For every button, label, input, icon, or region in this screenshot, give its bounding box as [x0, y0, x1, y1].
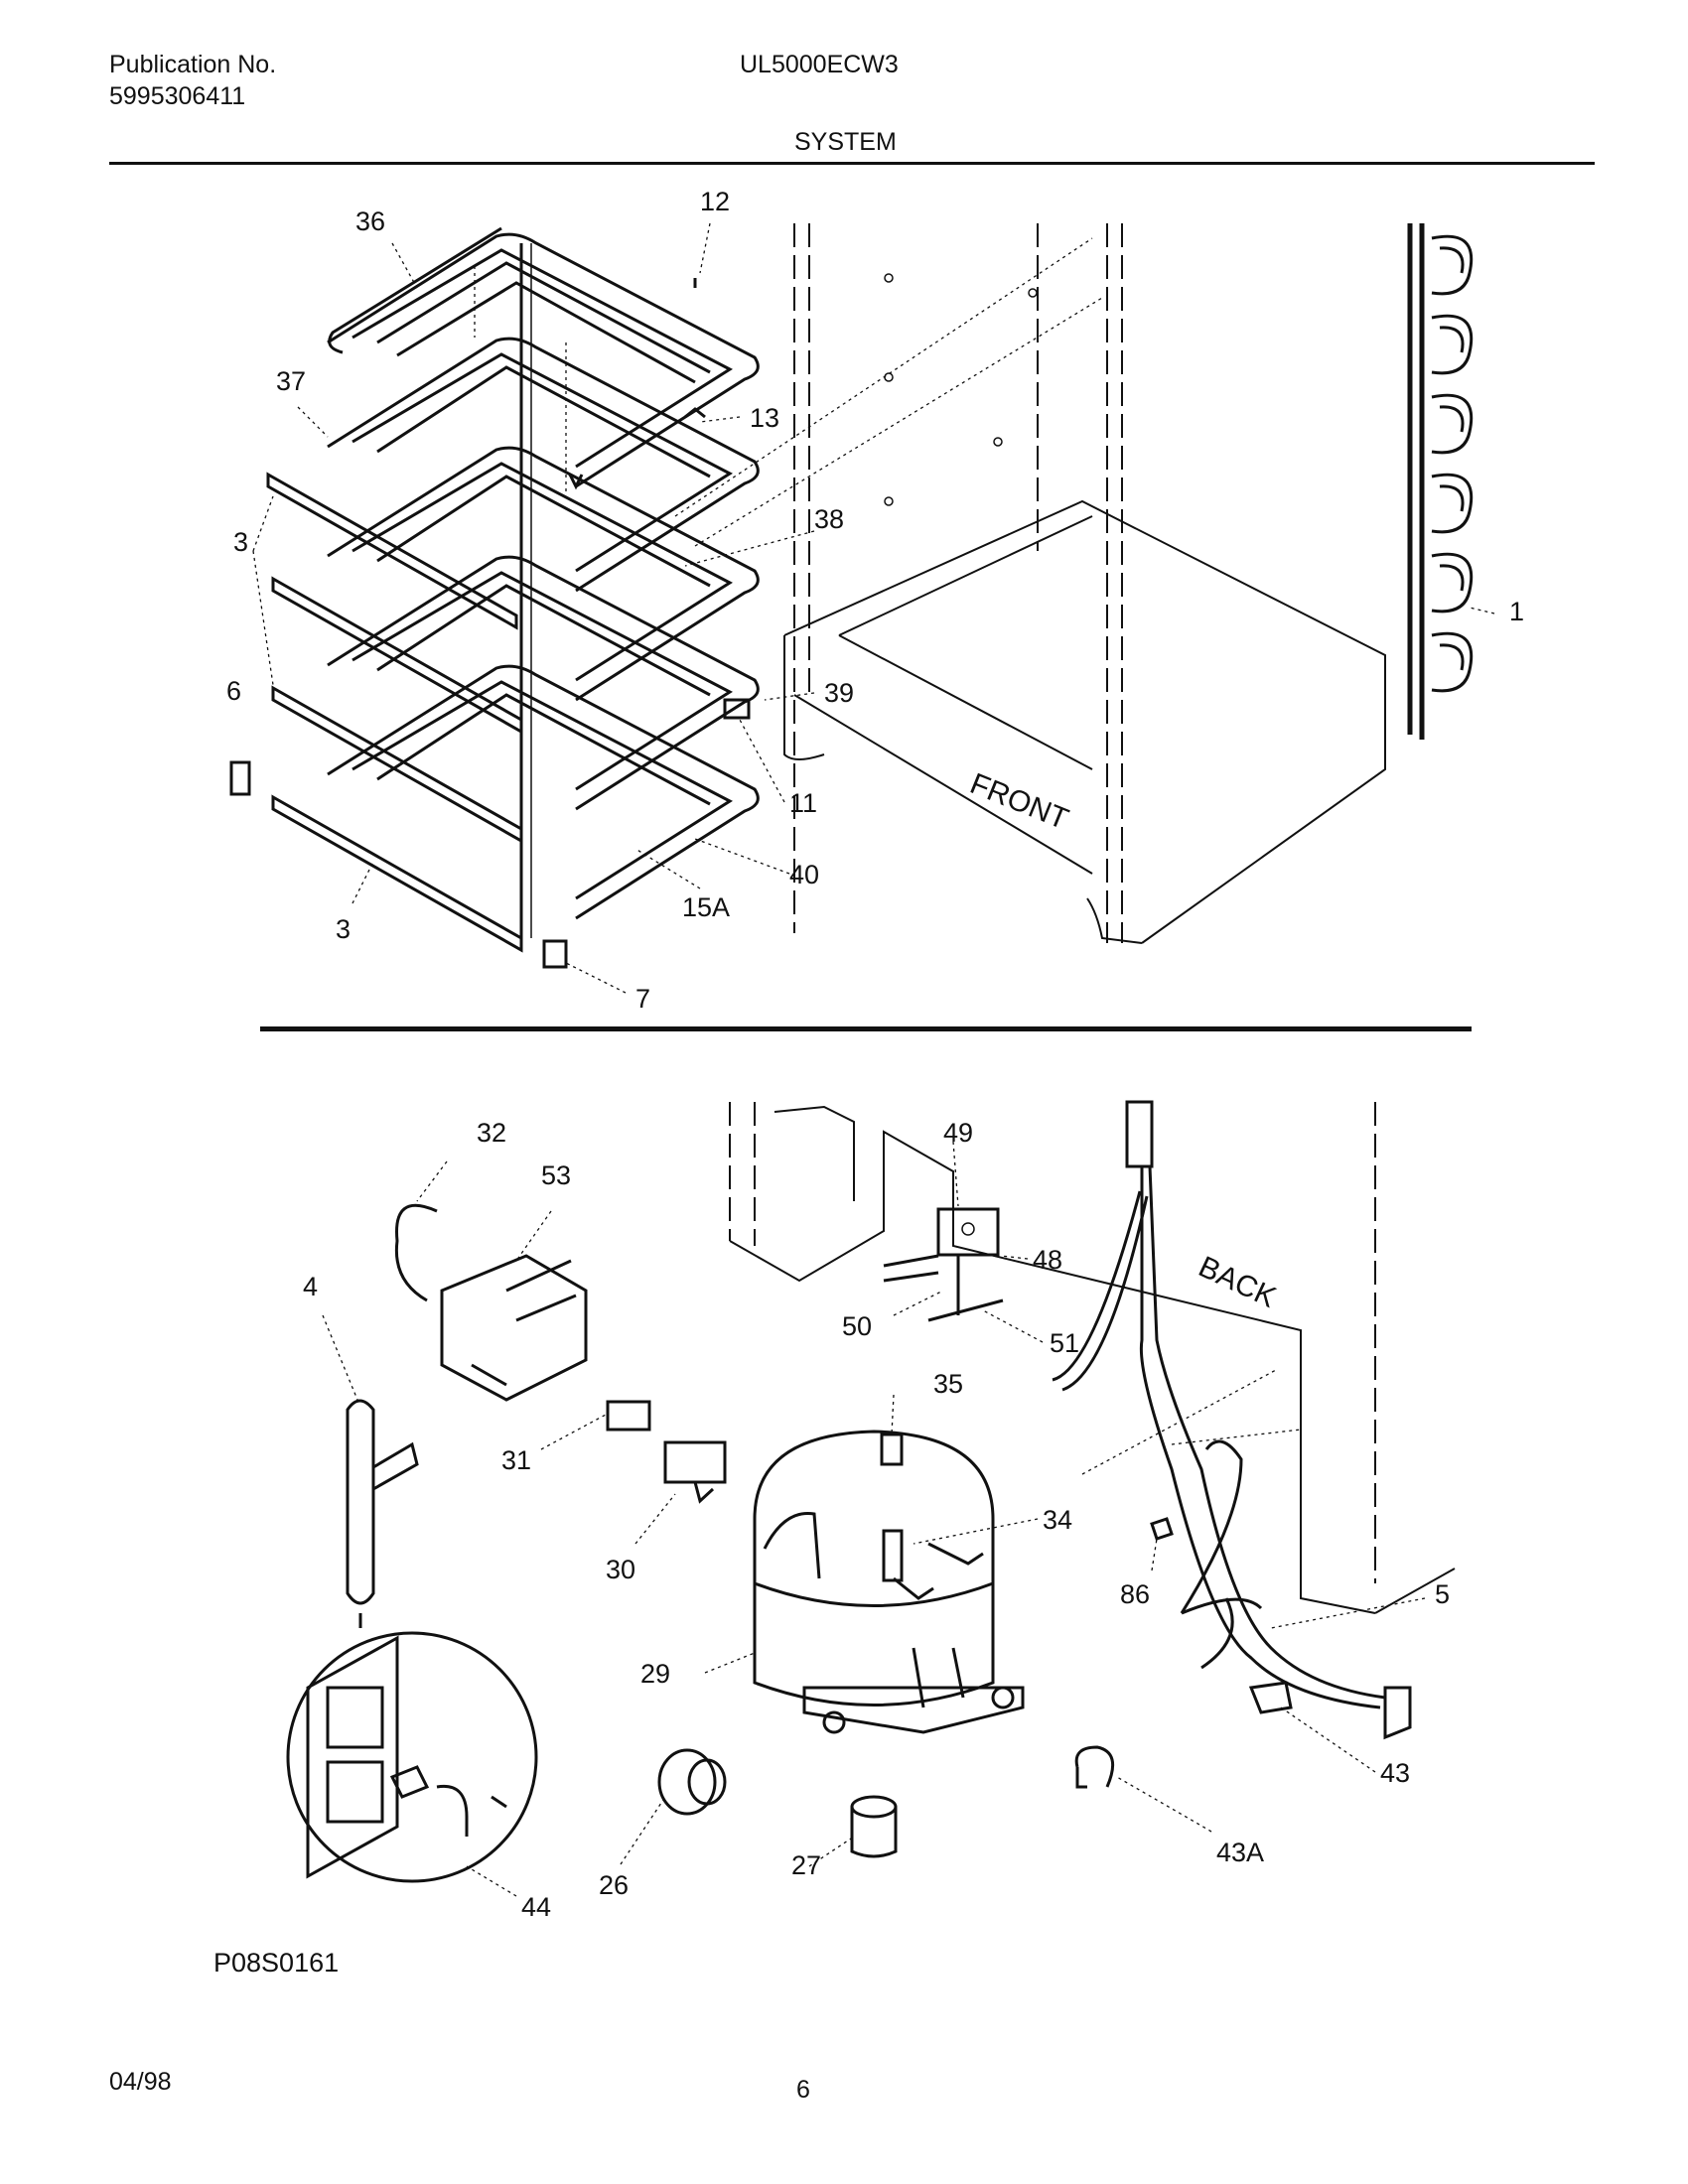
callout-34: 34	[1043, 1505, 1072, 1535]
top-leader-lines	[252, 222, 1495, 994]
condenser-coil	[1407, 223, 1474, 740]
header-rule	[109, 162, 1595, 165]
evaporator-shelves	[229, 226, 760, 969]
callout-39: 39	[824, 678, 854, 708]
callout-1: 1	[1509, 597, 1524, 626]
shelf-clip	[229, 760, 251, 796]
callout-6: 6	[226, 676, 241, 706]
callout-12: 12	[700, 187, 730, 216]
callout-11: 11	[789, 788, 817, 818]
callout-30: 30	[606, 1555, 635, 1584]
callout-51: 51	[1050, 1328, 1079, 1358]
page-number: 6	[796, 2076, 810, 2104]
section-title: SYSTEM	[794, 128, 897, 156]
callout-31: 31	[501, 1445, 531, 1475]
callout-27: 27	[791, 1850, 821, 1880]
top-callouts: 36 12 13 37 3 38 1 6 39 11 40 15A 3 7 FR…	[226, 187, 1524, 1014]
clamps-and-screws	[1074, 1517, 1293, 1789]
footer-date: 04/98	[109, 2068, 172, 2096]
grommets	[657, 1748, 898, 1858]
callout-29: 29	[640, 1659, 670, 1689]
callout-7: 7	[635, 984, 650, 1014]
callout-86: 86	[1120, 1579, 1150, 1609]
publication-label: Publication No.	[109, 51, 277, 78]
callout-3-bottom: 3	[336, 914, 351, 944]
power-cord	[1052, 1100, 1412, 1740]
callout-3-top: 3	[233, 527, 248, 557]
callout-50: 50	[842, 1311, 872, 1341]
callout-5: 5	[1435, 1579, 1450, 1609]
callout-26: 26	[599, 1870, 629, 1900]
publication-number: 5995306411	[109, 82, 246, 110]
cabinet-shell	[674, 223, 1386, 944]
filter-drier	[346, 1399, 419, 1628]
callout-43: 43	[1380, 1758, 1410, 1788]
rear-cabinet-outline	[729, 1102, 1456, 1614]
callout-15a: 15A	[682, 892, 730, 922]
relay-and-overload	[606, 1400, 727, 1504]
callout-44: 44	[521, 1892, 551, 1922]
shelf-clip-7	[542, 939, 568, 969]
callout-13: 13	[750, 403, 779, 433]
callout-37: 37	[276, 366, 306, 396]
callout-40: 40	[789, 860, 819, 889]
callout-43a: 43A	[1216, 1838, 1264, 1867]
bottom-leader-lines	[322, 1141, 1426, 1897]
callout-48: 48	[1033, 1245, 1062, 1275]
section-divider	[260, 1026, 1472, 1031]
callout-4: 4	[303, 1272, 318, 1301]
bottom-callouts: 32 53 49 4 48 BACK 50 51 35 31 34 30 86 …	[303, 1118, 1450, 1922]
shelf-support-strips	[266, 472, 523, 953]
receptacle-detail	[286, 1631, 538, 1883]
model-number: UL5000ECW3	[740, 51, 899, 78]
callout-38: 38	[814, 504, 844, 534]
relay-cover	[394, 1203, 588, 1402]
callout-32: 32	[477, 1118, 506, 1148]
callout-35: 35	[933, 1369, 963, 1399]
front-label: FRONT	[965, 767, 1072, 836]
valve-assembly	[883, 1207, 1004, 1322]
callout-36: 36	[355, 206, 385, 236]
back-label: BACK	[1194, 1250, 1281, 1313]
compressor	[753, 1430, 1025, 1734]
callout-53: 53	[541, 1160, 571, 1190]
clip-11	[723, 698, 751, 720]
callout-49: 49	[943, 1118, 973, 1148]
figure-code: P08S0161	[213, 1948, 340, 1978]
